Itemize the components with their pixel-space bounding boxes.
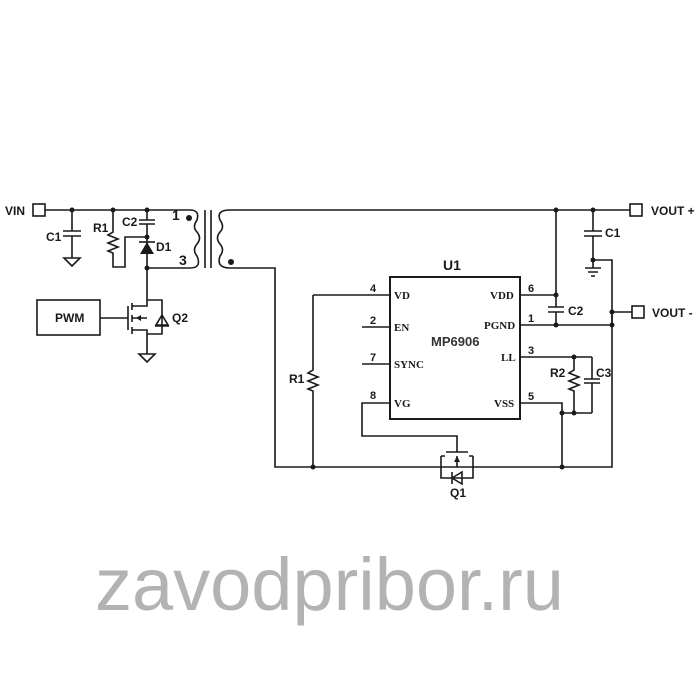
r2-label: R2 [550, 366, 566, 380]
junction [590, 257, 596, 263]
vin-label: VIN [5, 204, 25, 218]
pin-ll-name: LL [501, 352, 516, 364]
vout-minus-label: VOUT - [652, 306, 693, 320]
junction [144, 207, 150, 213]
transformer [147, 209, 234, 269]
junction [559, 410, 565, 416]
junction [559, 464, 565, 470]
c1-right-label: C1 [605, 226, 621, 240]
junction [571, 354, 577, 360]
r1-right-label: R1 [289, 372, 305, 386]
pin-vg-name: VG [394, 398, 411, 410]
transformer-pin-1: 1 [172, 207, 180, 223]
c2-left-label: C2 [122, 215, 138, 229]
pin-vss-name: VSS [494, 398, 514, 410]
pin-en-name: EN [394, 322, 409, 334]
pin-vg-num: 8 [370, 390, 376, 402]
pin-pgnd-name: PGND [484, 320, 515, 332]
pin-sync-num: 7 [370, 352, 376, 364]
q2-label: Q2 [172, 311, 188, 325]
junction [110, 207, 116, 213]
capacitor-c2-right [548, 210, 564, 325]
d1-label: D1 [156, 240, 172, 254]
capacitor-c1-left [62, 210, 82, 268]
resistor-r1-left [105, 210, 147, 268]
mosfet-q2 [100, 268, 170, 364]
vout-minus-terminal [631, 305, 645, 319]
capacitor-c2-left [139, 210, 155, 268]
pin-vd-name: VD [394, 290, 410, 302]
junction [144, 234, 150, 240]
junction [571, 410, 577, 416]
resistor-r2 [562, 357, 592, 414]
pin-sync-name: SYNC [394, 359, 424, 371]
q1-label: Q1 [450, 486, 466, 500]
ic-u1 [389, 276, 521, 420]
junction [553, 207, 559, 213]
capacitor-c1-right [584, 210, 632, 325]
watermark: zavodpribor.ru [95, 543, 564, 626]
c1-left-label: C1 [46, 230, 62, 244]
c3-label: C3 [596, 366, 612, 380]
ic-part: MP6906 [431, 334, 479, 349]
transformer-pin-3: 3 [179, 252, 187, 268]
pin-ll-num: 3 [528, 345, 534, 357]
pin-pgnd-num: 1 [528, 313, 534, 325]
junction [609, 309, 615, 315]
ic-pin-wires [313, 294, 612, 467]
c2-right-label: C2 [568, 304, 584, 318]
r1-left-label: R1 [93, 221, 109, 235]
pin-vdd-name: VDD [490, 290, 514, 302]
ic-ref: U1 [443, 257, 461, 273]
secondary-wiring [230, 209, 630, 468]
junction [69, 207, 75, 213]
vin-terminal [32, 203, 46, 217]
junction [310, 464, 316, 470]
pin-vd-num: 4 [370, 283, 377, 295]
pin-vss-num: 5 [528, 391, 534, 403]
pwm-label: PWM [55, 311, 84, 325]
mosfet-q1 [440, 451, 474, 486]
capacitor-c3 [584, 357, 600, 413]
diode-d1 [139, 241, 155, 254]
vout-plus-label: VOUT + [651, 204, 695, 218]
pin-vdd-num: 6 [528, 283, 534, 295]
vout-plus-terminal [629, 203, 643, 217]
pin-en-num: 2 [370, 315, 376, 327]
junction [590, 207, 596, 213]
resistor-r1-right [305, 295, 321, 467]
